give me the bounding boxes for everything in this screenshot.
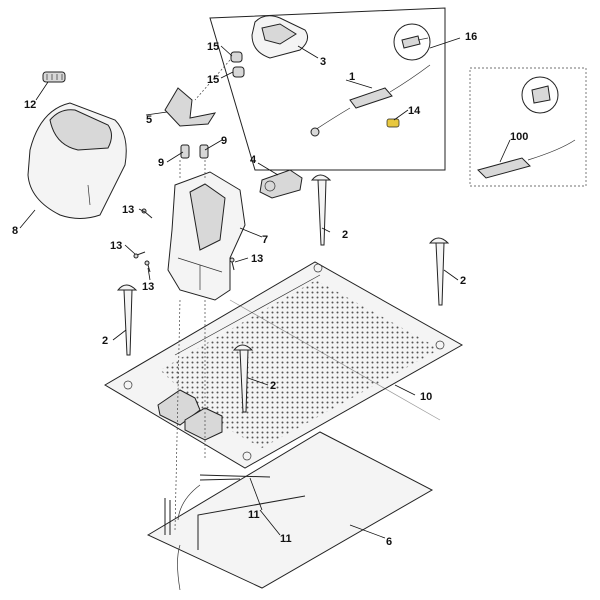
label-15-b: 15: [207, 74, 219, 86]
screw-3: [144, 260, 151, 273]
pcb-module: [259, 169, 303, 199]
contact-holder: [164, 87, 217, 127]
ground-peg-4: [232, 344, 254, 413]
part-labels: 1 2 2 2 2 3 4 5 6 7 8 9 9 10 11 11 12 13…: [12, 31, 528, 548]
label-16: 16: [465, 31, 477, 43]
label-8: 8: [12, 225, 18, 237]
power-supply: [310, 64, 431, 137]
label-11-b: 11: [280, 533, 292, 545]
label-15-a: 15: [207, 41, 219, 53]
label-3: 3: [320, 56, 326, 68]
label-9-a: 9: [158, 157, 164, 169]
wire-pins: [164, 474, 306, 591]
charging-contact-1: [180, 144, 190, 159]
label-10: 10: [420, 391, 432, 403]
docking-foot: [157, 389, 223, 441]
label-13-a: 13: [122, 204, 134, 216]
ground-sheet: [146, 431, 434, 589]
label-13-b: 13: [110, 240, 122, 252]
label-2-b: 2: [460, 275, 466, 287]
optional-power-supply-frame: [469, 67, 587, 187]
alignment-lines: [174, 59, 231, 531]
top-cover: [251, 15, 309, 59]
label-12: 12: [24, 99, 36, 111]
label-6: 6: [386, 536, 392, 548]
screw-1: [141, 208, 153, 219]
leader-lines: [19, 37, 511, 539]
charging-contact-2: [199, 144, 209, 159]
label-11-a: 11: [248, 509, 260, 521]
ground-peg-3: [116, 284, 138, 356]
label-7: 7: [262, 234, 268, 246]
plug-detail: [393, 23, 431, 61]
base-plate: [104, 261, 464, 469]
label-2-d: 2: [270, 380, 276, 392]
cover-clip: [42, 71, 66, 83]
label-2-a: 2: [342, 229, 348, 241]
label-2-c: 2: [102, 335, 108, 347]
label-4: 4: [250, 154, 257, 166]
rubber-button-2: [232, 66, 245, 78]
label-13-c: 13: [142, 281, 154, 293]
optional-power-supply: [477, 76, 576, 179]
label-100: 100: [510, 131, 528, 143]
label-14: 14: [408, 105, 421, 117]
docking-hood: [27, 102, 127, 219]
rubber-button-1: [230, 51, 243, 63]
screw-2: [133, 251, 146, 259]
label-9-b: 9: [221, 135, 227, 147]
station-chassis: [167, 171, 246, 301]
label-5: 5: [146, 114, 152, 126]
label-13-d: 13: [251, 253, 263, 265]
screw-4: [229, 257, 235, 271]
power-supply-kit-frame: [209, 7, 446, 171]
ground-peg-1: [310, 174, 332, 246]
ground-peg-2: [428, 237, 450, 306]
label-1: 1: [349, 71, 355, 83]
label-badge: [386, 118, 400, 128]
